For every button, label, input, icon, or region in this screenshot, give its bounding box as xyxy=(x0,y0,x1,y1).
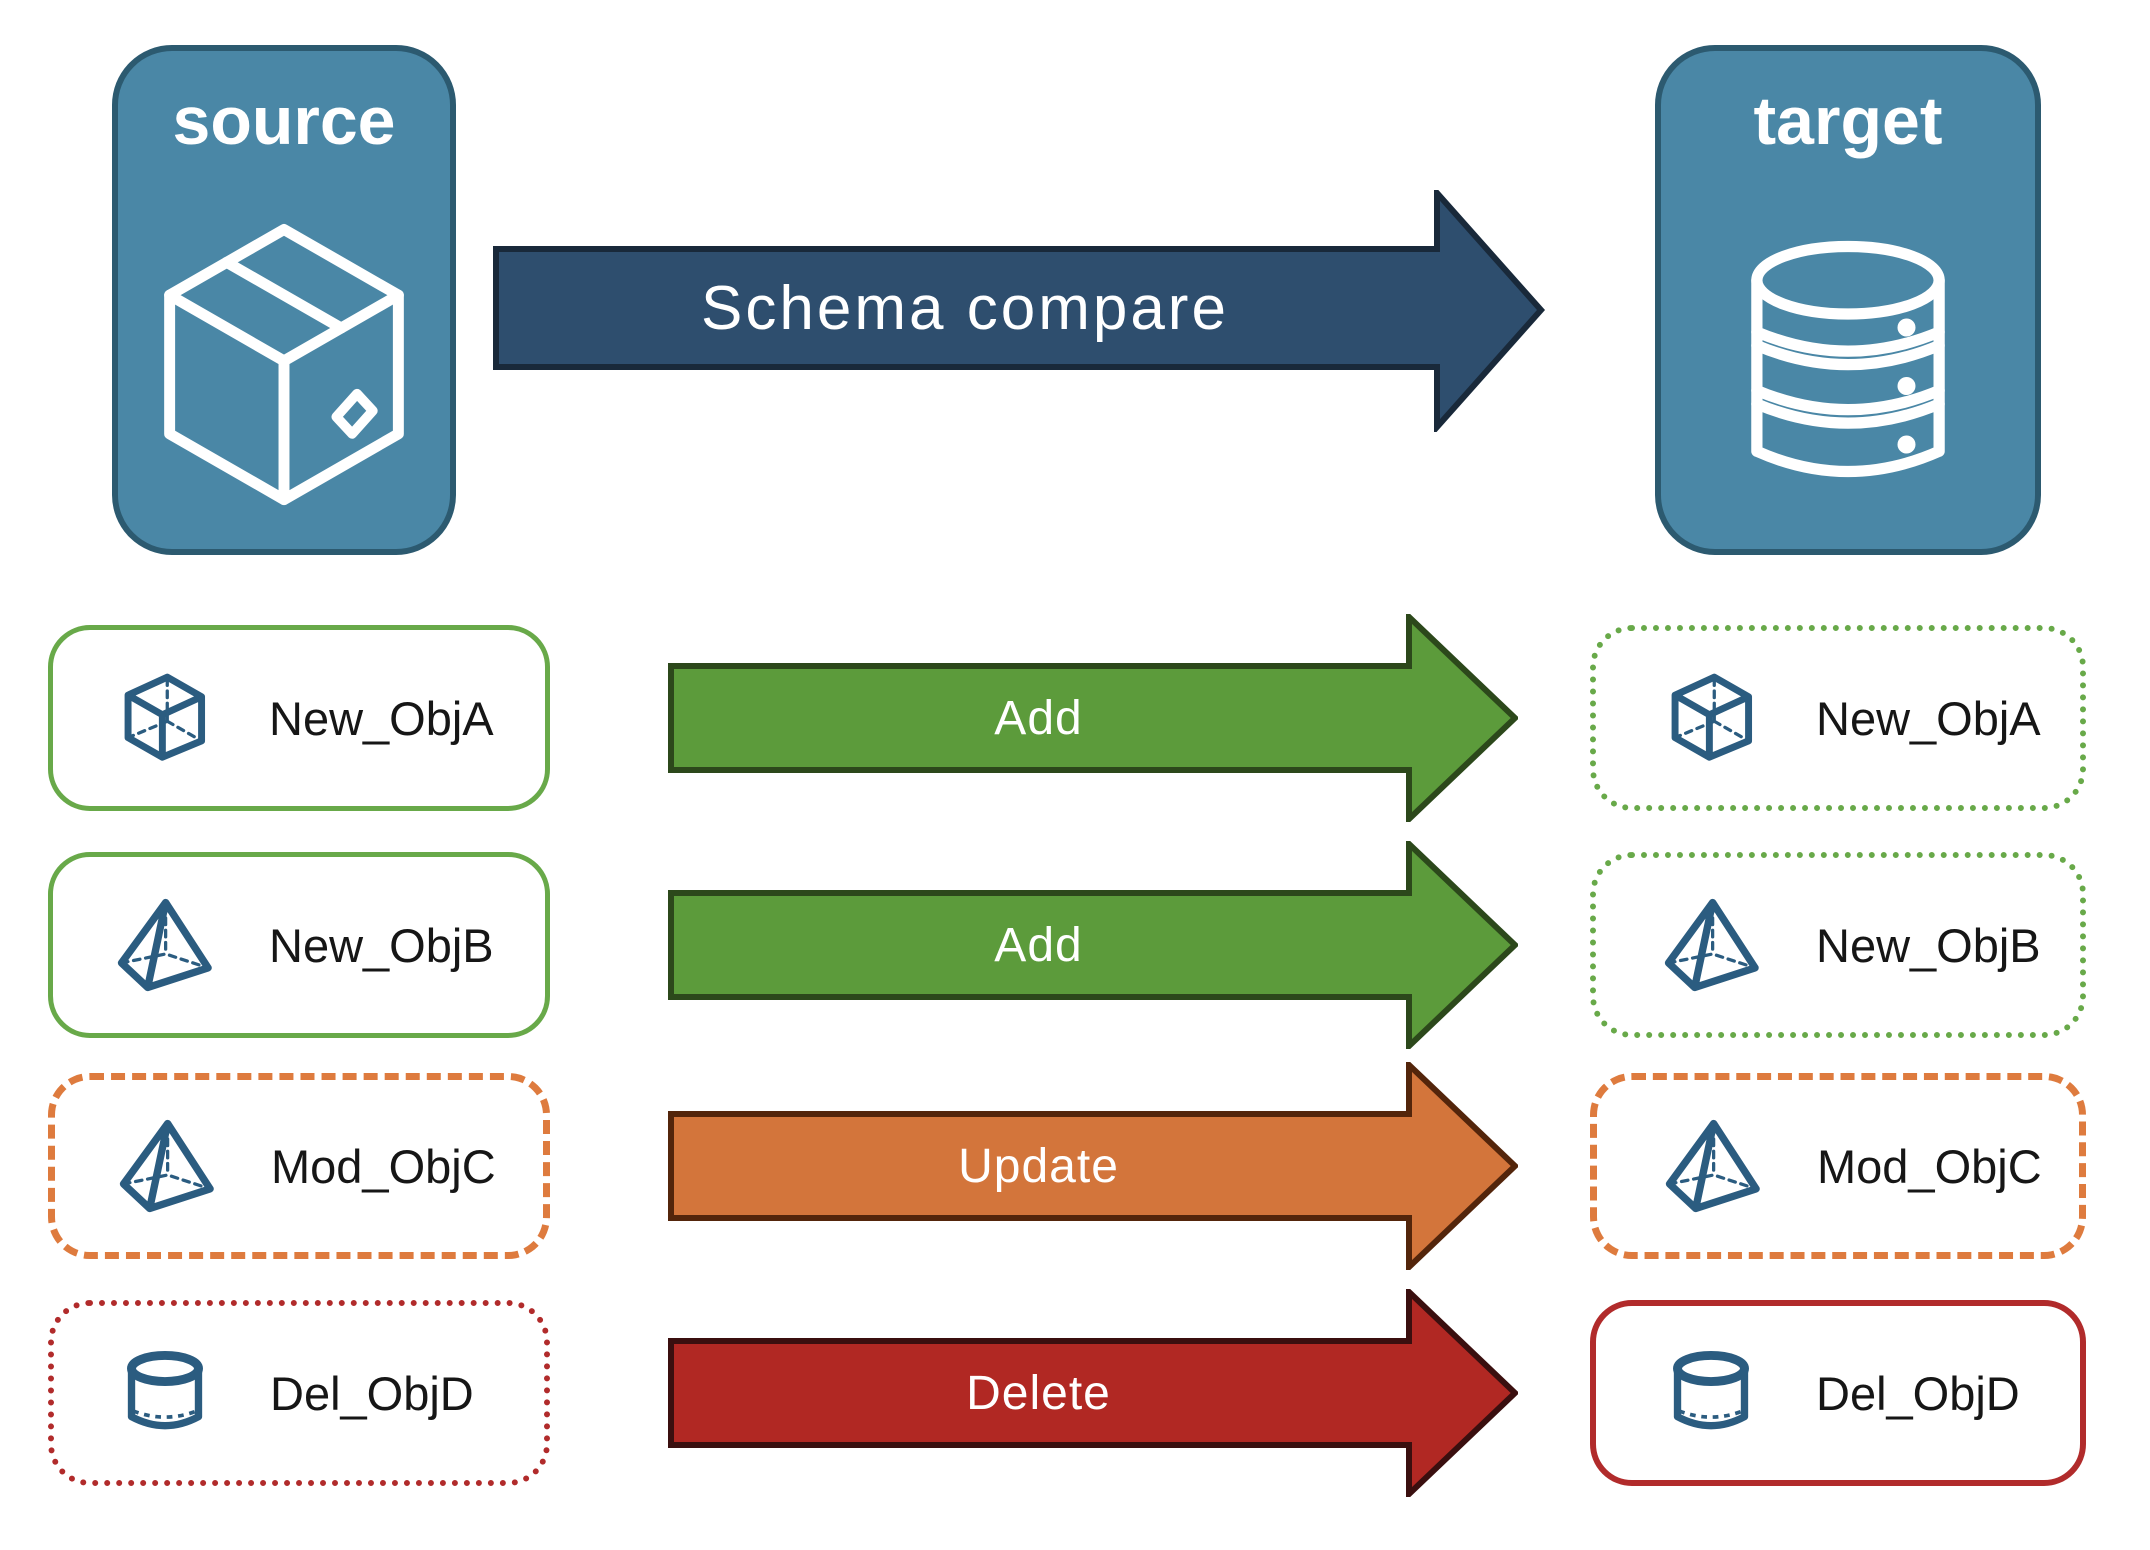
object-label: New_ObjB xyxy=(1816,918,2041,972)
cube-icon xyxy=(1662,669,1760,767)
source-object-card-mod-objc: Mod_ObjC xyxy=(48,1073,550,1259)
object-label: Del_ObjD xyxy=(270,1366,474,1420)
package-icon xyxy=(138,201,430,511)
add-arrow-shape xyxy=(668,841,1518,1049)
source-node: source xyxy=(112,45,456,555)
object-label: New_ObjA xyxy=(269,691,494,745)
object-label: Del_ObjD xyxy=(1816,1366,2020,1420)
add-arrow-shape xyxy=(668,614,1518,822)
source-object-card-new-objb: New_ObjB xyxy=(48,852,550,1038)
add-arrow: Add xyxy=(668,841,1518,1049)
schema-compare-arrow-shape xyxy=(493,190,1546,432)
pyramid-icon xyxy=(117,1117,215,1215)
target-object-card-mod-objc: Mod_ObjC xyxy=(1590,1073,2086,1259)
source-node-label: source xyxy=(172,83,396,159)
add-arrow-label: Add xyxy=(994,691,1083,745)
target-node: target xyxy=(1655,45,2041,555)
source-object-card-new-obja: New_ObjA xyxy=(48,625,550,811)
target-object-card-new-obja: New_ObjA xyxy=(1590,625,2086,811)
database-icon xyxy=(1713,201,1983,517)
object-label: New_ObjB xyxy=(269,918,494,972)
target-object-card-del-objd: Del_ObjD xyxy=(1590,1300,2086,1486)
target-object-card-new-objb: New_ObjB xyxy=(1590,852,2086,1038)
add-arrow-label: Add xyxy=(994,918,1083,972)
update-arrow-label: Update xyxy=(958,1139,1119,1193)
object-label: Mod_ObjC xyxy=(1817,1139,2042,1193)
cylinder-icon xyxy=(1662,1344,1760,1442)
cube-icon xyxy=(115,669,213,767)
delete-arrow-shape xyxy=(668,1289,1518,1497)
target-node-label: target xyxy=(1753,83,1943,159)
update-arrow-shape xyxy=(668,1062,1518,1270)
schema-compare-arrow: Schema compare xyxy=(493,190,1547,432)
cylinder-icon xyxy=(116,1344,214,1442)
delete-arrow: Delete xyxy=(668,1289,1518,1497)
schema-compare-arrow-label: Schema compare xyxy=(701,273,1229,343)
delete-arrow-label: Delete xyxy=(966,1366,1111,1420)
object-label: New_ObjA xyxy=(1816,691,2041,745)
pyramid-icon xyxy=(1663,1117,1761,1215)
object-label: Mod_ObjC xyxy=(271,1139,496,1193)
add-arrow: Add xyxy=(668,614,1518,822)
source-object-card-del-objd: Del_ObjD xyxy=(48,1300,550,1486)
update-arrow: Update xyxy=(668,1062,1518,1270)
pyramid-icon xyxy=(1662,896,1760,994)
pyramid-icon xyxy=(115,896,213,994)
